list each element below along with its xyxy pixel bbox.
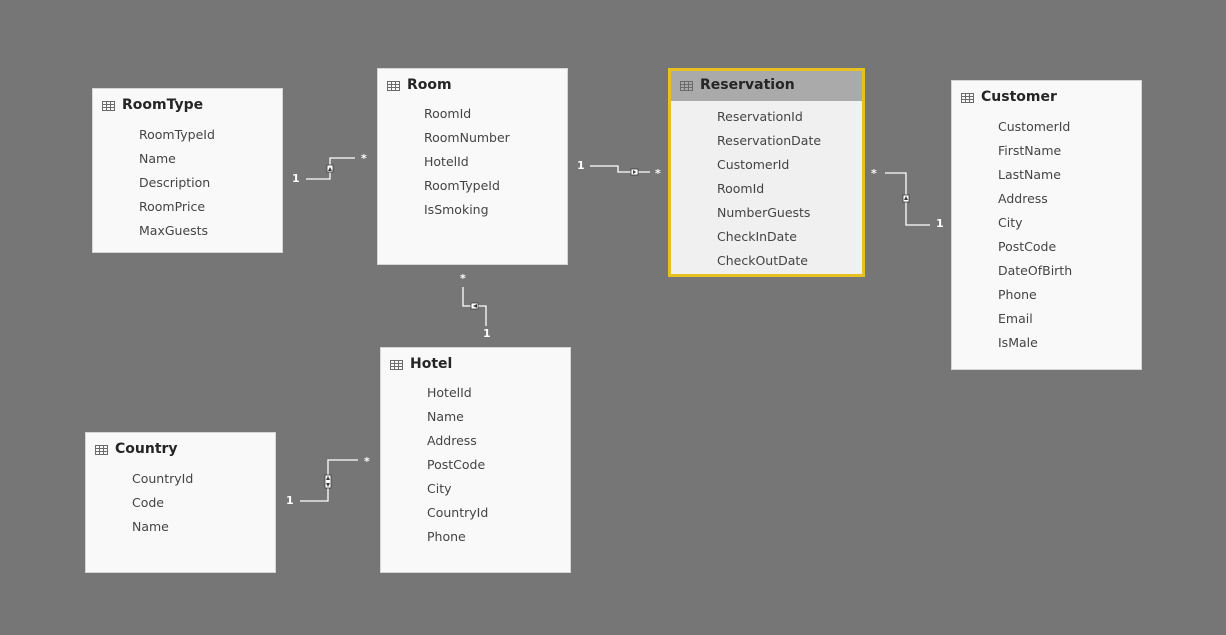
- cardinality-many-marker: *: [361, 152, 367, 165]
- field-item[interactable]: IsMale: [998, 335, 1038, 350]
- table-title: Room: [407, 77, 452, 93]
- field-item[interactable]: MaxGuests: [139, 223, 209, 238]
- field-item[interactable]: Address: [998, 191, 1048, 206]
- field-item[interactable]: Name: [427, 409, 464, 424]
- field-item[interactable]: Address: [427, 433, 477, 448]
- field-item[interactable]: RoomTypeId: [139, 127, 215, 142]
- cardinality-many-marker: *: [655, 167, 661, 180]
- field-item[interactable]: Name: [132, 519, 169, 534]
- field-item[interactable]: NumberGuests: [717, 205, 811, 220]
- field-item[interactable]: PostCode: [427, 457, 486, 472]
- field-item[interactable]: Description: [139, 175, 211, 190]
- bidirectional-filter-arrow-icon: [324, 474, 332, 489]
- field-item[interactable]: Phone: [427, 529, 466, 544]
- field-item[interactable]: RoomNumber: [424, 130, 510, 145]
- field-item[interactable]: Email: [998, 311, 1033, 326]
- table-header-hotel[interactable]: Hotel: [381, 348, 570, 382]
- field-item[interactable]: City: [998, 215, 1023, 230]
- field-item[interactable]: CustomerId: [717, 157, 790, 172]
- table-card-reservation[interactable]: Reservation ReservationId ReservationDat…: [668, 68, 865, 277]
- table-title: RoomType: [122, 97, 204, 113]
- table-card-hotel[interactable]: Hotel HotelId Name Address PostCode City…: [380, 347, 571, 573]
- field-item[interactable]: LastName: [998, 167, 1061, 182]
- cardinality-one-marker: 1: [286, 494, 294, 507]
- table-card-roomtype[interactable]: RoomType RoomTypeId Name Description Roo…: [92, 88, 283, 253]
- table-header-reservation[interactable]: Reservation: [671, 71, 862, 101]
- cardinality-one-marker: 1: [292, 172, 300, 185]
- table-icon: [102, 101, 115, 111]
- field-item[interactable]: Phone: [998, 287, 1037, 302]
- table-header-customer[interactable]: Customer: [952, 81, 1141, 115]
- table-icon: [95, 445, 108, 455]
- table-title: Country: [115, 441, 178, 457]
- field-item[interactable]: ReservationId: [717, 109, 803, 124]
- table-card-customer[interactable]: Customer CustomerId FirstName LastName A…: [951, 80, 1142, 370]
- field-item[interactable]: CustomerId: [998, 119, 1071, 134]
- table-title: Reservation: [700, 77, 795, 93]
- field-item[interactable]: RoomPrice: [139, 199, 206, 214]
- table-header-country[interactable]: Country: [86, 433, 275, 467]
- field-item[interactable]: CheckOutDate: [717, 253, 808, 268]
- table-title: Customer: [981, 89, 1057, 105]
- table-icon: [387, 81, 400, 91]
- table-card-country[interactable]: Country CountryId Code Name: [85, 432, 276, 573]
- cardinality-many-marker: *: [871, 167, 877, 180]
- table-icon: [680, 81, 693, 91]
- table-card-room[interactable]: Room RoomId RoomNumber HotelId RoomTypeI…: [377, 68, 568, 265]
- table-header-room[interactable]: Room: [378, 69, 567, 103]
- field-item[interactable]: PostCode: [998, 239, 1057, 254]
- table-title: Hotel: [410, 356, 453, 372]
- field-item[interactable]: CheckInDate: [717, 229, 797, 244]
- field-item[interactable]: FirstName: [998, 143, 1062, 158]
- cardinality-many-marker: *: [364, 455, 370, 468]
- field-item[interactable]: DateOfBirth: [998, 263, 1073, 278]
- table-icon: [390, 360, 403, 370]
- cardinality-one-marker: 1: [936, 217, 944, 230]
- relationship-line-room-reservation[interactable]: [590, 165, 650, 173]
- table-icon: [961, 93, 974, 103]
- cardinality-many-marker: *: [460, 272, 466, 285]
- field-item[interactable]: HotelId: [427, 385, 472, 400]
- field-item[interactable]: Code: [132, 495, 165, 510]
- field-item[interactable]: CountryId: [427, 505, 489, 520]
- field-item[interactable]: HotelId: [424, 154, 469, 169]
- field-item[interactable]: IsSmoking: [424, 202, 489, 217]
- field-item[interactable]: RoomTypeId: [424, 178, 500, 193]
- cardinality-one-marker: 1: [577, 159, 585, 172]
- field-item[interactable]: Name: [139, 151, 176, 166]
- field-item[interactable]: CountryId: [132, 471, 194, 486]
- field-item[interactable]: RoomId: [424, 106, 472, 121]
- cardinality-one-marker: 1: [483, 327, 491, 340]
- field-item[interactable]: ReservationDate: [717, 133, 822, 148]
- table-header-roomtype[interactable]: RoomType: [93, 89, 282, 123]
- field-item[interactable]: RoomId: [717, 181, 765, 196]
- field-item[interactable]: City: [427, 481, 452, 496]
